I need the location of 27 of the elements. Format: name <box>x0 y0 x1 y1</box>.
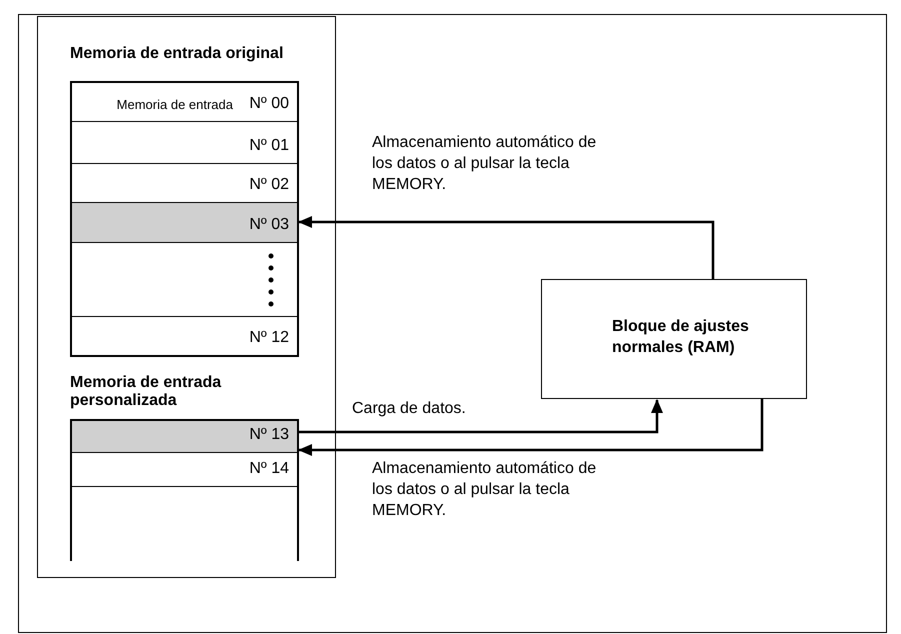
process-box <box>541 279 807 399</box>
row-number: Nº 01 <box>249 137 289 155</box>
row-number: Nº 02 <box>249 176 289 194</box>
memory-row <box>70 419 299 453</box>
memory-row <box>70 122 299 164</box>
memory-row <box>70 453 299 487</box>
row-number: Nº 00 <box>249 95 289 113</box>
arrow <box>298 399 764 456</box>
memory-row <box>70 81 299 122</box>
group-heading: Memoria de entrada original <box>70 45 284 63</box>
memory-row <box>70 203 299 243</box>
arrow <box>298 216 714 279</box>
memory-label: Memoria de entrada <box>116 97 233 112</box>
row-number: Nº 03 <box>249 216 289 234</box>
row-number: Nº 14 <box>249 460 289 478</box>
panel-box <box>37 16 336 578</box>
edge-label: Almacenamiento automático de los datos o al pulsar la tecla MEMORY. <box>372 133 598 195</box>
arrow <box>299 399 663 434</box>
row-number: Nº 12 <box>249 329 289 347</box>
memory-row <box>70 487 299 561</box>
box-title: Bloque de ajustes normales (RAM) <box>612 317 750 358</box>
group-heading: Memoria de entrada personalizada <box>70 374 222 410</box>
edge-label: Almacenamiento automático de los datos o al pulsar la tecla MEMORY. <box>372 459 598 521</box>
row-number: Nº 13 <box>249 426 289 444</box>
memory-row <box>70 317 299 357</box>
edge-label: Carga de datos. <box>352 399 467 419</box>
memory-row <box>70 243 299 317</box>
